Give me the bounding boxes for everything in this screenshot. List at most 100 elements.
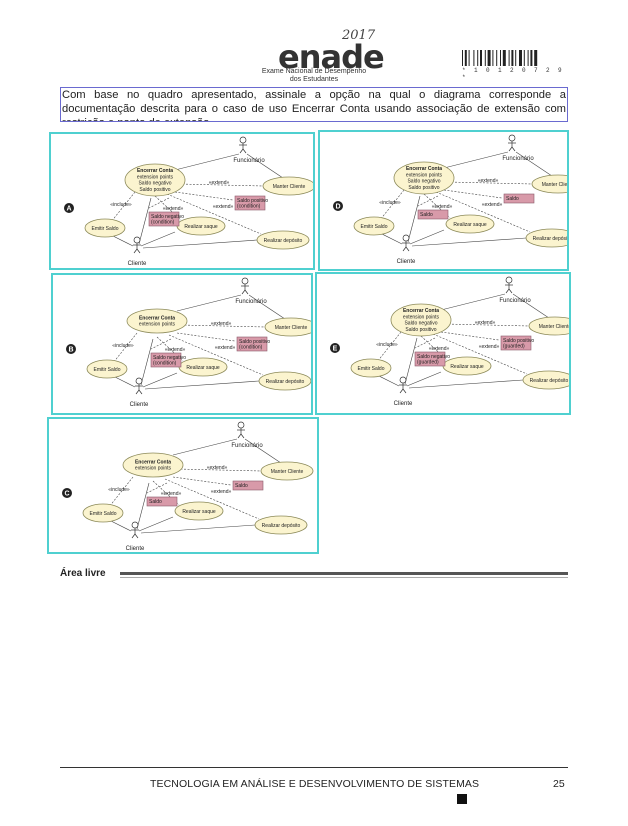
uc-manter-cliente bbox=[260, 461, 314, 481]
rel-include-line bbox=[376, 331, 402, 363]
note-2 bbox=[236, 336, 268, 352]
uc-realizar-deposito bbox=[525, 228, 567, 248]
uc-realizar-deposito-label: Realizar depósito bbox=[533, 236, 567, 242]
uc-encerrar-line-0: Encerrar Conta bbox=[403, 308, 439, 314]
rel-include-line bbox=[110, 191, 136, 223]
assoc-cliente-encerrar bbox=[140, 338, 154, 386]
area-livre-rule-thin bbox=[120, 577, 568, 578]
uc-manter-cliente-label: Manter Cliente bbox=[273, 184, 306, 190]
uc-manter-cliente bbox=[262, 176, 313, 196]
note-1 bbox=[414, 351, 446, 367]
uc-realizar-deposito bbox=[258, 371, 311, 391]
note-2-line-1: (condition) bbox=[237, 204, 261, 210]
actor-funcionario-label: Funcionário bbox=[502, 156, 534, 162]
uc-realizar-deposito bbox=[256, 230, 310, 250]
rel-include-label: «include» bbox=[110, 202, 132, 208]
assoc-funcionario-encerrar bbox=[443, 151, 509, 169]
actor-cliente-label: Cliente bbox=[397, 259, 416, 265]
enade-logo: enade bbox=[278, 38, 385, 76]
actor-funcionario-label: Funcionário bbox=[235, 299, 267, 305]
actor-funcionario-icon bbox=[508, 134, 516, 152]
assoc-funcionario-manter bbox=[515, 151, 553, 177]
uc-manter-cliente-label: Manter Cliente bbox=[275, 325, 308, 331]
footer-rule bbox=[60, 767, 568, 768]
option-A-diagram: AFuncionárioCliente«include»«extend»«ext… bbox=[64, 136, 313, 267]
note-1-line-1: (condition) bbox=[151, 220, 175, 226]
uc-encerrar-line-1: extension points bbox=[137, 174, 174, 180]
uc-emitir-saldo-label: Emitir Saldo bbox=[358, 366, 385, 372]
assoc-funcionario-encerrar bbox=[172, 438, 238, 456]
option-B-letter: B bbox=[66, 344, 76, 354]
note-2 bbox=[500, 335, 532, 351]
actor-cliente-label: Cliente bbox=[128, 261, 147, 267]
assoc-cliente-deposito bbox=[142, 239, 258, 249]
assoc-cliente-deposito bbox=[144, 380, 260, 390]
uc-encerrar-line-3: Saldo positivo bbox=[139, 187, 170, 193]
assoc-cliente-deposito bbox=[408, 379, 524, 389]
actor-cliente-icon bbox=[135, 377, 143, 395]
uc-realizar-saque-label: Realizar saque bbox=[450, 364, 484, 370]
rel-manter-label: «extend» bbox=[478, 178, 499, 184]
note-1-line-0: Saldo bbox=[420, 212, 433, 218]
uc-manter-cliente bbox=[264, 317, 311, 337]
assoc-funcionario-manter bbox=[244, 438, 282, 464]
rel-include-label: «include» bbox=[376, 342, 398, 348]
option-A-letter: A bbox=[64, 203, 74, 213]
note-2 bbox=[234, 195, 266, 211]
uc-encerrar-conta bbox=[393, 161, 455, 195]
uc-encerrar-line-3: Saldo positivo bbox=[405, 327, 436, 333]
note-2-line-0: Saldo bbox=[506, 196, 519, 202]
option-B-diagram: BFuncionárioCliente«include»«extend»«ext… bbox=[66, 277, 311, 408]
rel-saque-label: «extend» bbox=[429, 346, 450, 352]
note1-anchor-line bbox=[148, 197, 170, 209]
rel-manter-line bbox=[447, 181, 533, 185]
uc-realizar-deposito-label: Realizar depósito bbox=[264, 238, 303, 244]
rel-include-line bbox=[112, 332, 138, 364]
uc-realizar-saque bbox=[445, 214, 495, 234]
uc-realizar-deposito bbox=[254, 515, 308, 535]
uc-encerrar-conta bbox=[124, 163, 186, 197]
uc-emitir-saldo bbox=[84, 218, 126, 238]
uc-manter-cliente-label: Manter Cliente bbox=[542, 182, 567, 188]
rel-manter-label: «extend» bbox=[211, 321, 232, 327]
rel-manter-line bbox=[444, 323, 530, 327]
actor-funcionario-icon bbox=[237, 421, 245, 439]
uc-encerrar-line-2: Saldo negativo bbox=[138, 181, 171, 187]
note-2-line-1: (condition) bbox=[239, 345, 263, 351]
note2-anchor-line bbox=[172, 476, 232, 486]
uc-encerrar-line-3: Saldo positivo bbox=[408, 185, 439, 191]
rel-manter-label: «extend» bbox=[209, 180, 230, 186]
rel-include-label: «include» bbox=[112, 343, 134, 349]
uc-encerrar-conta bbox=[122, 452, 184, 478]
barcode-number: * 1 0 1 2 0 7 2 9 * bbox=[462, 67, 565, 81]
uc-encerrar-line-2: Saldo negativo bbox=[407, 179, 440, 185]
note-1 bbox=[146, 496, 178, 507]
uc-realizar-deposito-label: Realizar depósito bbox=[262, 523, 301, 529]
uc-realizar-deposito-label: Realizar depósito bbox=[266, 379, 305, 385]
assoc-funcionario-encerrar bbox=[440, 293, 506, 311]
uc-encerrar-conta bbox=[126, 308, 188, 334]
rel-manter-line bbox=[178, 183, 264, 187]
note1-anchor-line bbox=[150, 338, 172, 350]
note-2 bbox=[503, 193, 535, 204]
uc-encerrar-conta bbox=[390, 303, 452, 337]
uc-realizar-deposito-label: Realizar depósito bbox=[530, 378, 569, 384]
actor-cliente-label: Cliente bbox=[126, 546, 145, 552]
rel-include-label: «include» bbox=[379, 200, 401, 206]
actor-cliente-icon bbox=[399, 376, 407, 394]
note2-anchor-line bbox=[440, 331, 500, 341]
assoc-cliente-encerrar bbox=[404, 337, 418, 385]
svg-text:E: E bbox=[333, 346, 338, 353]
rel-deposito-line bbox=[432, 333, 528, 375]
rel-deposito-line bbox=[435, 191, 531, 233]
assoc-funcionario-manter bbox=[512, 293, 550, 319]
note-2-line-0: Saldo positivo bbox=[239, 339, 270, 345]
rel-deposito-label: «extend» bbox=[479, 344, 500, 350]
uc-realizar-saque bbox=[174, 501, 224, 521]
area-livre-label: Área livre bbox=[60, 568, 106, 579]
